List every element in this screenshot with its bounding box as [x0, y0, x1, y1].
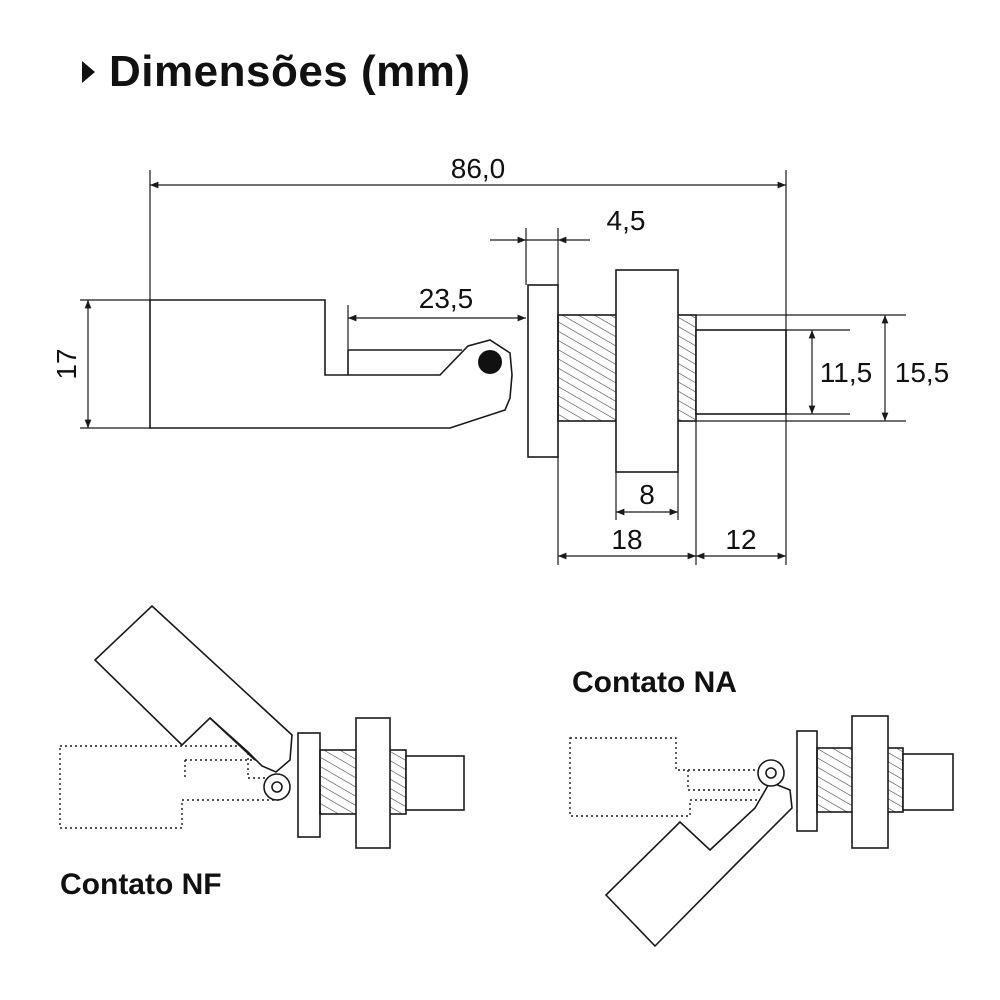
caption-na: Contato NA — [572, 666, 737, 699]
dim-label-overall: 86,0 — [451, 153, 506, 184]
nf-float — [93, 604, 293, 773]
float-body — [149, 299, 513, 429]
dim-label-height: 17 — [51, 348, 82, 379]
dim-label-nut: 4,5 — [607, 205, 646, 236]
triangle-right-icon — [82, 61, 95, 83]
dim-label-inner-dia: 11,5 — [820, 357, 872, 388]
main-side-view — [149, 269, 787, 473]
dim-label-outer-dia: 15,5 — [895, 357, 950, 388]
dim-label-tail: 12 — [725, 524, 756, 555]
nut-left — [527, 284, 559, 458]
dim-label-washer: 8 — [639, 479, 655, 510]
tail-end — [695, 329, 787, 415]
na-diagram — [569, 715, 954, 948]
nf-diagram — [59, 604, 465, 849]
na-ghost-float — [569, 737, 771, 817]
section-title-text: Dimensões (mm) — [109, 47, 471, 96]
dim-label-thread: 18 — [611, 524, 642, 555]
pivot-pin — [478, 350, 502, 374]
caption-nf: Contato NF — [60, 868, 222, 901]
dimension-lines — [80, 170, 906, 565]
na-float — [604, 780, 793, 948]
nf-ghost-float — [59, 745, 281, 829]
dim-label-arm: 23,5 — [419, 283, 474, 314]
nut-right — [615, 269, 679, 473]
float-arm — [347, 349, 462, 375]
section-title: Dimensões (mm) — [82, 40, 471, 104]
